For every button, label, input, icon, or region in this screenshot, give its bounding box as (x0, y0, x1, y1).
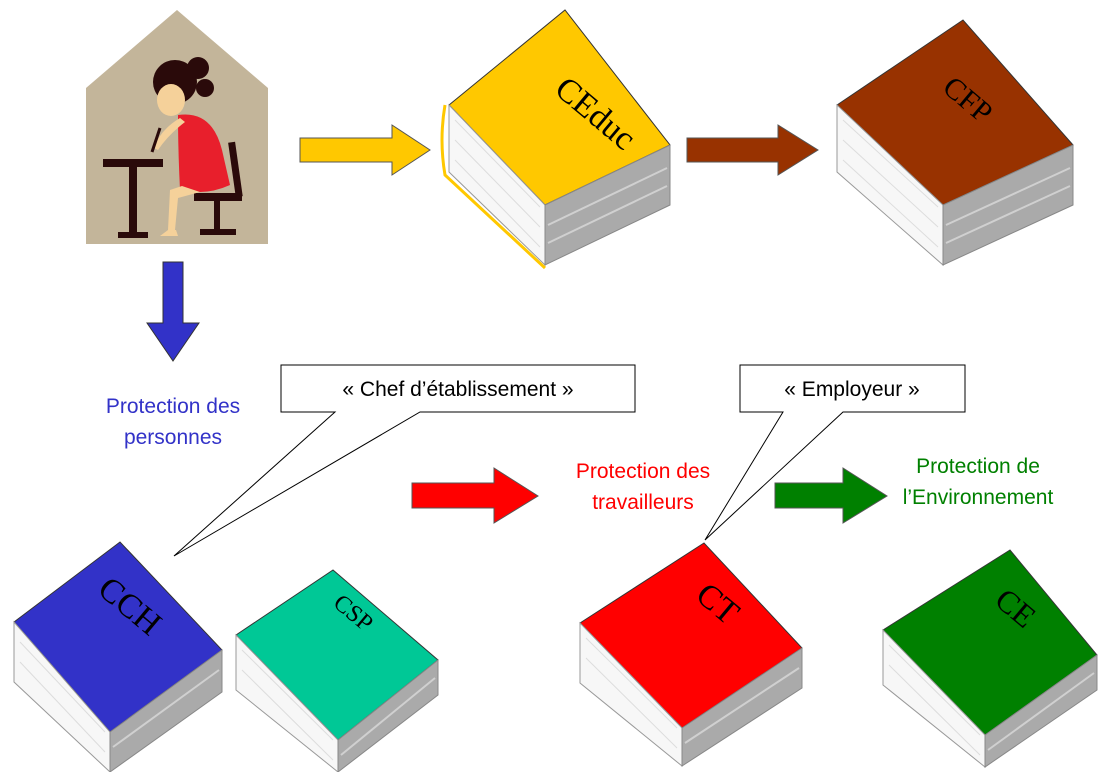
callout-employeur: « Employeur » (704, 364, 966, 541)
book-ceduc: CEduc (440, 9, 671, 270)
caption-travailleurs: Protection des travailleurs (553, 456, 733, 518)
caption-personnes-line1: Protection des (105, 395, 241, 418)
book-cfp: CFP (836, 19, 1074, 267)
caption-travailleurs-line1: Protection des (575, 460, 711, 483)
student-desk-icon (103, 57, 243, 238)
book-ct: CT (579, 542, 803, 768)
book-ce: CE (882, 549, 1098, 769)
callout-employeur-text: « Employeur » (784, 378, 919, 401)
arrow-ceduc-to-cfp (686, 124, 819, 176)
house-illustration (86, 10, 268, 244)
callout-chef: « Chef d’établissement » (173, 364, 636, 557)
caption-environnement: Protection de l’Environnement (868, 451, 1088, 513)
book-cch: CCH (13, 541, 223, 772)
caption-personnes-line2: personnes (123, 426, 223, 449)
caption-travailleurs-line2: travailleurs (592, 491, 694, 514)
arrow-to-travailleurs (411, 467, 539, 524)
arrow-to-environnement (774, 467, 888, 524)
caption-personnes: Protection des personnes (78, 391, 268, 453)
arrow-house-down (146, 261, 200, 362)
callout-chef-text: « Chef d’établissement » (342, 378, 573, 401)
caption-environnement-line1: Protection de (916, 455, 1040, 478)
caption-environnement-line2: l’Environnement (902, 486, 1054, 509)
arrow-house-to-ceduc (299, 124, 431, 176)
book-csp: CSP (235, 569, 439, 772)
